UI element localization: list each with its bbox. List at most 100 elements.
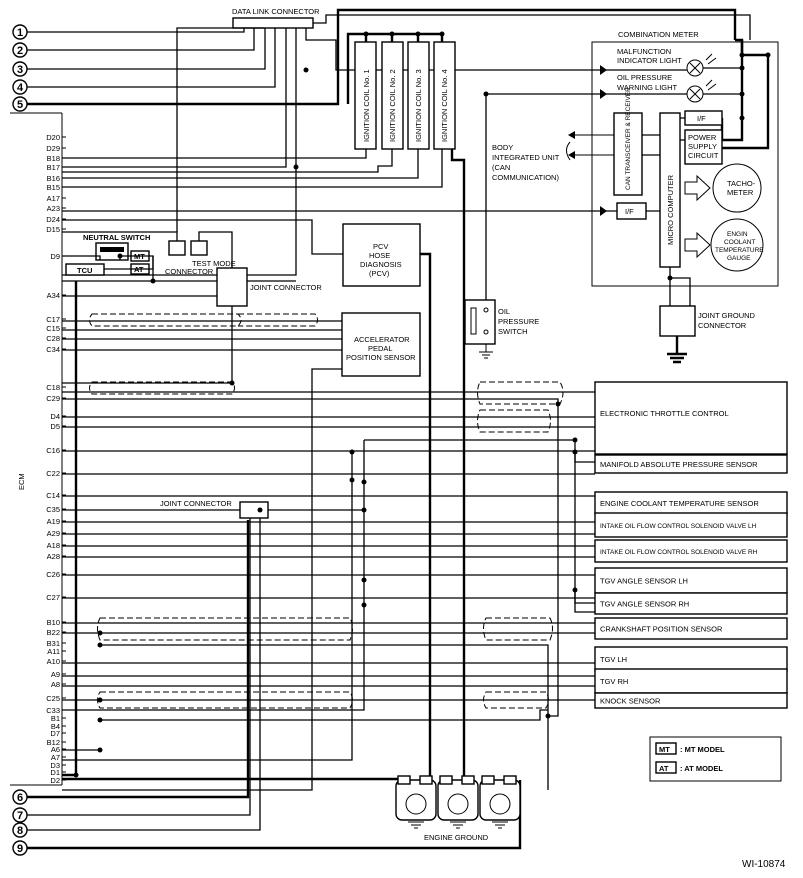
junction-dot — [349, 477, 355, 483]
ignition-coil-2-label: IGNITION COIL No. 2 — [388, 69, 397, 142]
data-link-connector: DATA LINK CONNECTOR — [232, 7, 320, 29]
joint-ground-label-2: CONNECTOR — [698, 321, 747, 330]
junction-dot — [363, 31, 369, 37]
data-link-connector-box — [232, 17, 314, 29]
combination-meter-frame — [591, 41, 779, 287]
component-label: INTAKE OIL FLOW CONTROL SOLENOID VALVE R… — [600, 549, 758, 556]
ground-terminal — [481, 775, 495, 785]
component-box — [594, 668, 788, 694]
junction-dot — [97, 717, 103, 723]
oil-switch-label-1: OIL — [498, 307, 510, 316]
ecm-pin-label: A10 — [47, 657, 60, 666]
tacho-arrow-icon — [684, 174, 711, 202]
junction-dot — [293, 164, 299, 170]
junction-dot — [739, 52, 745, 58]
can-transceiver-box — [613, 112, 643, 196]
gauge-arrow-icon — [684, 231, 711, 259]
legend-at-badge — [655, 761, 677, 774]
ecm-pin-label: D4 — [50, 412, 60, 421]
pcv-label-2: HOSE — [369, 251, 390, 260]
can-transceiver-label: CAN TRANSCEIVER & RECEIVER — [625, 87, 632, 190]
ecm-pin-label: A8 — [51, 680, 60, 689]
power-supply-label-2: SUPPLY — [688, 142, 717, 151]
ecm-pin-label: C27 — [46, 593, 60, 602]
test-mode-label-1: TEST MODE — [192, 259, 236, 268]
joint-connector-lower-label: JOINT CONNECTOR — [160, 499, 232, 508]
joint-ground-connector: JOINT GROUND CONNECTOR — [659, 267, 756, 364]
right-bus-wires — [62, 391, 595, 790]
junction-dot — [415, 31, 421, 37]
ecm-pin-label: D15 — [46, 225, 60, 234]
junction-dot — [117, 253, 123, 259]
component-label: TGV RH — [600, 677, 628, 686]
component-box — [594, 512, 788, 538]
junction-dot — [739, 91, 745, 97]
legend-mt-badge — [655, 742, 677, 755]
power-supply-label-3: CIRCUIT — [688, 151, 719, 160]
ignition-coil-4-label: IGNITION COIL No. 4 — [440, 69, 449, 142]
tachometer-icon — [712, 163, 762, 213]
junction-dot — [483, 91, 489, 97]
signal-shields — [89, 381, 564, 709]
biu-label-2: INTEGRATED UNIT — [492, 153, 560, 162]
ecm-pin-label: B1 — [51, 714, 60, 723]
junction-dot — [97, 642, 103, 648]
component-label: INTAKE OIL FLOW CONTROL SOLENOID VALVE L… — [600, 523, 757, 530]
engine-ground-3 — [479, 779, 521, 821]
component-box — [594, 646, 788, 672]
power-supply-label-1: POWER — [688, 133, 717, 142]
ecm-pin-label: C29 — [46, 394, 60, 403]
joint-connector-lower: JOINT CONNECTOR — [27, 499, 364, 831]
ecm-pin-label: A6 — [51, 745, 60, 754]
ecm-pin-label: D2 — [50, 776, 60, 785]
connector-ref-number: 2 — [17, 45, 23, 57]
ecm-pin-label: A9 — [51, 670, 60, 679]
junction-dot — [739, 65, 745, 71]
ecm-pin-label: D7 — [50, 729, 60, 738]
junction-dot — [389, 31, 395, 37]
junction-dot — [572, 449, 578, 455]
tachometer-label-1: TACHO- — [727, 179, 756, 188]
ecm-pin-label: B16 — [47, 174, 60, 183]
ground-terminal — [503, 775, 517, 785]
ecm-pin-label: C28 — [46, 334, 60, 343]
accelerator-label-1: ACCELERATOR — [354, 335, 410, 344]
neutral-switch-area: NEUTRAL SWITCH MT TCU AT TEST MODE CONNE… — [62, 27, 264, 281]
data-link-wires — [27, 8, 751, 276]
connector-ref-number: 8 — [17, 825, 23, 837]
connector-ref-number: 6 — [17, 792, 23, 804]
ignition-coil-3-label: IGNITION COIL No. 3 — [414, 69, 423, 142]
ecm-pin-label: B17 — [47, 163, 60, 172]
connector-ref-number: 3 — [17, 64, 23, 76]
ecm-pin-label: C16 — [46, 446, 60, 455]
data-link-connector-label: DATA LINK CONNECTOR — [232, 7, 320, 16]
joint-connector-upper-box — [216, 267, 248, 307]
pcv-label-3: DIAGNOSIS — [360, 260, 402, 269]
joint-ground-label-1: JOINT GROUND — [698, 311, 756, 320]
component-label: KNOCK SENSOR — [600, 697, 661, 706]
biu-label-1: BODY — [492, 143, 513, 152]
tachometer-label-2: METER — [727, 188, 754, 197]
junction-dot — [572, 437, 578, 443]
legend-at-code: AT — [659, 764, 669, 773]
ecm-pin-label: C33 — [46, 706, 60, 715]
junction-dot — [257, 507, 263, 513]
connector-ref-number: 1 — [17, 27, 23, 39]
pcv-label-1: PCV — [373, 242, 388, 251]
ecm-pin-label: B4 — [51, 722, 60, 731]
pcv-box — [342, 223, 421, 287]
oil-pressure-switch: OIL PRESSURE SWITCH — [464, 94, 539, 359]
ecm-pin-label: D9 — [50, 252, 60, 261]
engine-ground-1 — [395, 779, 437, 821]
junction-dot — [667, 275, 673, 281]
ecm-pin-label: C22 — [46, 469, 60, 478]
junction-dot — [97, 697, 103, 703]
ecm-pin-label: B15 — [47, 183, 60, 192]
accelerator-box — [341, 312, 421, 377]
ecm-pin-label: A19 — [47, 517, 60, 526]
coolant-gauge-label-3: TEMPERATURE — [715, 247, 764, 254]
junction-dot — [349, 449, 355, 455]
ecm-pin-label: D5 — [50, 422, 60, 431]
joint-ground-box — [659, 305, 696, 337]
